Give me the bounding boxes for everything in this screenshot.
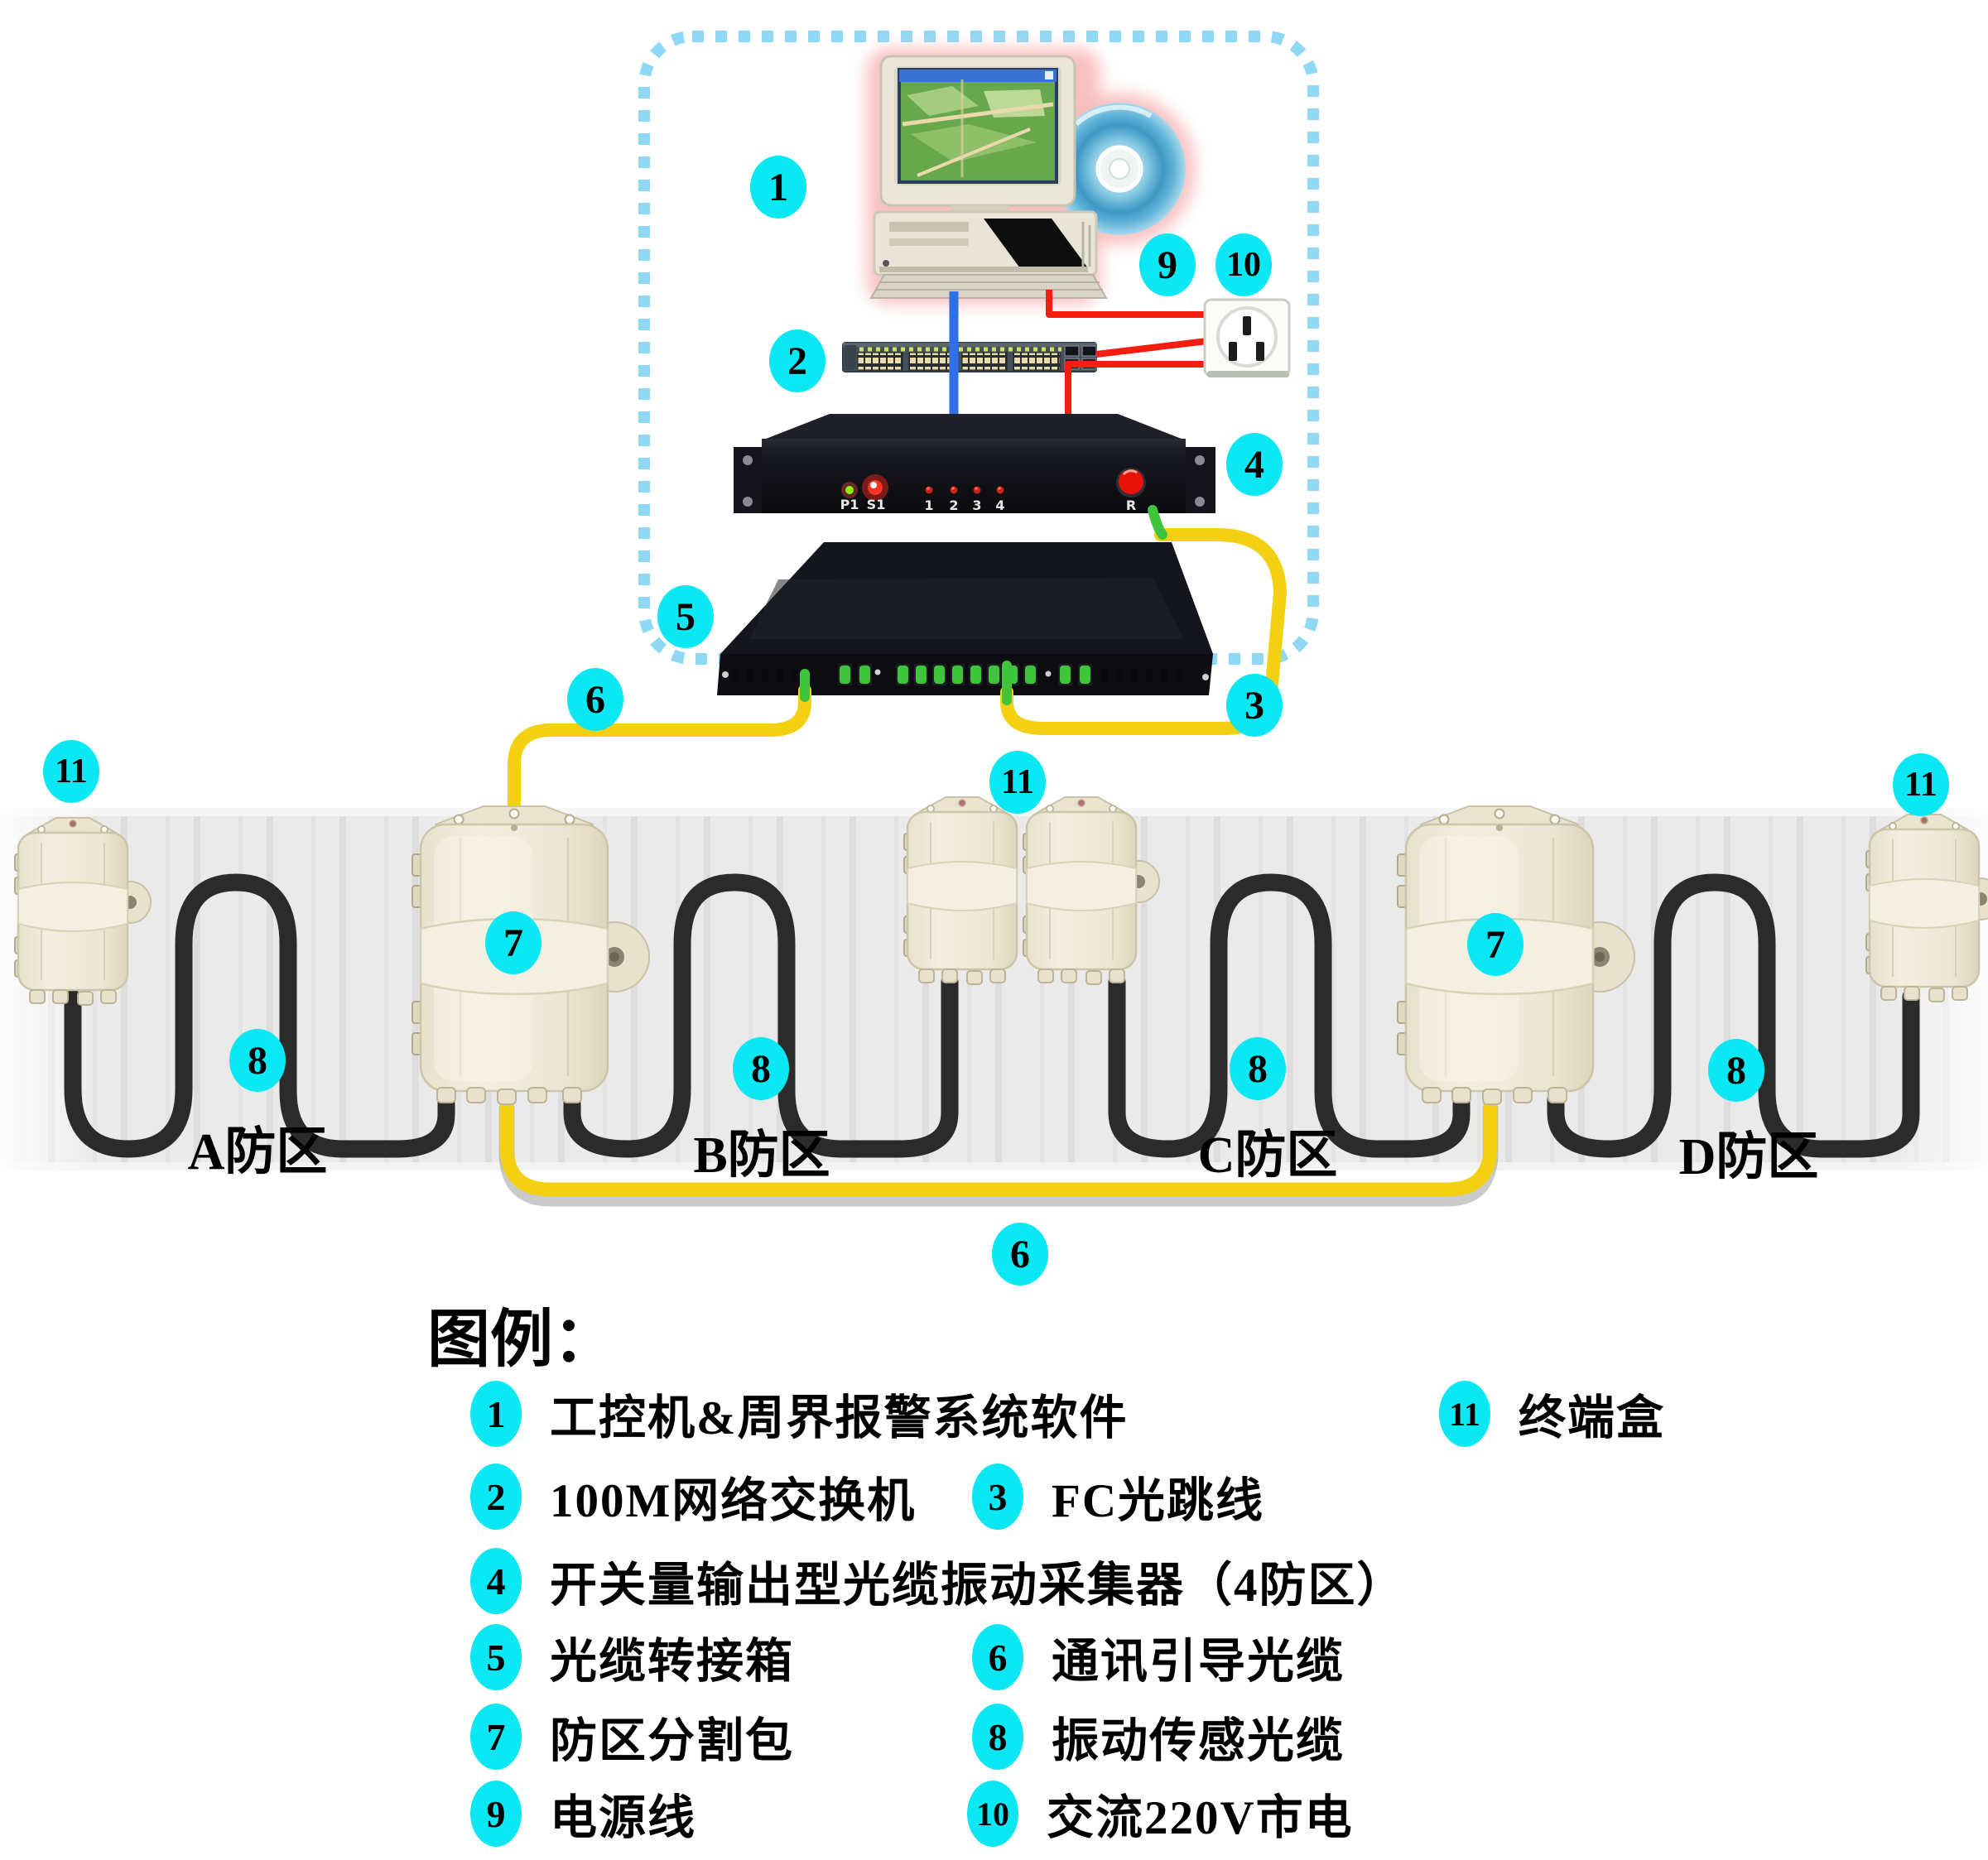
legend-label-6: 通讯引导光缆: [1052, 1636, 1345, 1688]
lead-in-fiber-top: [508, 669, 811, 836]
legend-item-6: 6 通讯引导光缆: [972, 1623, 1345, 1691]
diagram-badge-8-a: 8: [229, 1029, 286, 1092]
legend-label-7: 防区分割包: [550, 1715, 794, 1767]
diagram-badge-7-1: 7: [485, 911, 542, 974]
legend-badge-2: 2: [470, 1463, 522, 1530]
diagram-badge-6-top: 6: [567, 668, 623, 731]
sensing-cable-zone-a: [64, 873, 455, 1158]
legend-item-5: 5 光缆转接箱: [470, 1623, 794, 1691]
terminal-box-middle-pair: [903, 795, 1160, 986]
collector-led-label-3: 3: [972, 497, 982, 513]
vibration-collector-illustration: [734, 414, 1215, 513]
zone-label-a: A防区: [187, 1124, 328, 1180]
diagram-badge-11-right: 11: [1893, 753, 1949, 816]
legend-badge-11: 11: [1439, 1381, 1490, 1447]
legend-label-4: 开关量输出型光缆振动采集器（4防区）: [550, 1560, 1406, 1612]
sensing-cable-zone-d: [1547, 873, 1920, 1158]
legend-label-10: 交流220V市电: [1047, 1792, 1354, 1844]
collector-reset-label: R: [1125, 497, 1137, 513]
legend-badge-4: 4: [470, 1548, 522, 1614]
industrial-pc-illustration: [866, 48, 1196, 305]
zone-label-c: C防区: [1197, 1127, 1338, 1184]
diagram-badge-7-2: 7: [1467, 913, 1523, 976]
legend-item-4: 4 开关量输出型光缆振动采集器（4防区）: [470, 1547, 1406, 1615]
sensing-cables: [64, 873, 1920, 1158]
diagram-badge-5: 5: [657, 585, 714, 648]
zone-label-b: B防区: [693, 1127, 830, 1184]
diagram-badge-6-bottom: 6: [992, 1223, 1048, 1286]
zone-label-d: D防区: [1678, 1129, 1819, 1185]
collector-led-label-4: 4: [995, 497, 1005, 513]
legend-label-2: 100M网络交换机: [550, 1475, 917, 1527]
diagram-badge-11-left: 11: [43, 740, 99, 803]
legend-label-8: 振动传感光缆: [1052, 1715, 1345, 1767]
legend-item-3: 3 FC光跳线: [972, 1463, 1264, 1531]
diagram-badge-8-b: 8: [733, 1037, 789, 1100]
software-cd-icon: [1053, 103, 1186, 235]
legend-label-3: FC光跳线: [1052, 1475, 1264, 1527]
power-socket-illustration: [1203, 298, 1291, 377]
legend-item-11: 11 终端盒: [1439, 1380, 1665, 1448]
diagram-badge-9: 9: [1139, 233, 1196, 296]
legend-item-1: 1 工控机&周界报警系统软件: [470, 1380, 1128, 1448]
diagram-badge-3: 3: [1226, 674, 1283, 737]
diagram-badge-1: 1: [750, 156, 806, 219]
legend-item-10: 10 交流220V市电: [967, 1780, 1354, 1848]
power-cables: [1046, 290, 1208, 425]
crt-monitor-icon: [879, 55, 1076, 214]
legend-badge-7: 7: [470, 1704, 522, 1770]
legend-badge-3: 3: [972, 1463, 1023, 1530]
legend-label-1: 工控机&周界报警系统软件: [550, 1392, 1129, 1444]
legend-item-9: 9 电源线: [470, 1780, 696, 1848]
diagram-badge-8-d: 8: [1708, 1039, 1764, 1102]
fiber-patch-box-illustration: [717, 542, 1213, 695]
legend-item-2: 2 100M网络交换机: [470, 1463, 916, 1531]
network-switch-illustration: [842, 342, 1097, 372]
diagram-badge-8-c: 8: [1230, 1037, 1286, 1100]
legend-label-5: 光缆转接箱: [550, 1636, 794, 1688]
collector-led-label-2: 2: [949, 497, 959, 513]
terminal-box-left: [13, 816, 152, 1007]
collector-led-label-p1: P1: [840, 497, 859, 512]
diagram-badge-4: 4: [1226, 433, 1283, 496]
sensing-cable-zone-b: [563, 873, 959, 1158]
collector-led-label-s1: S1: [866, 497, 886, 512]
legend-badge-1: 1: [470, 1381, 522, 1447]
legend-badge-8: 8: [972, 1704, 1023, 1770]
terminal-box-right: [1865, 813, 1988, 1003]
collector-led-label-1: 1: [924, 497, 934, 513]
legend-badge-6: 6: [972, 1624, 1023, 1690]
lead-in-fiber-bottom: [499, 1093, 1498, 1197]
diagram-badge-11-middle: 11: [989, 751, 1046, 814]
legend-item-7: 7 防区分割包: [470, 1703, 794, 1771]
legend-label-11: 终端盒: [1519, 1392, 1665, 1444]
fc-connectors: [838, 664, 1092, 685]
legend-badge-5: 5: [470, 1624, 522, 1690]
pc-case-icon: [873, 210, 1098, 276]
diagram-badge-10: 10: [1215, 233, 1272, 296]
keyboard-icon: [869, 274, 1108, 299]
sensing-cable-zone-c: [1108, 873, 1471, 1158]
legend-label-9: 电源线: [550, 1792, 696, 1844]
legend-title: 图例：: [427, 1305, 616, 1375]
legend-item-8: 8 振动传感光缆: [972, 1703, 1345, 1771]
legend-badge-10: 10: [967, 1781, 1018, 1847]
diagram-badge-2: 2: [769, 329, 826, 392]
legend-badge-9: 9: [470, 1781, 522, 1847]
